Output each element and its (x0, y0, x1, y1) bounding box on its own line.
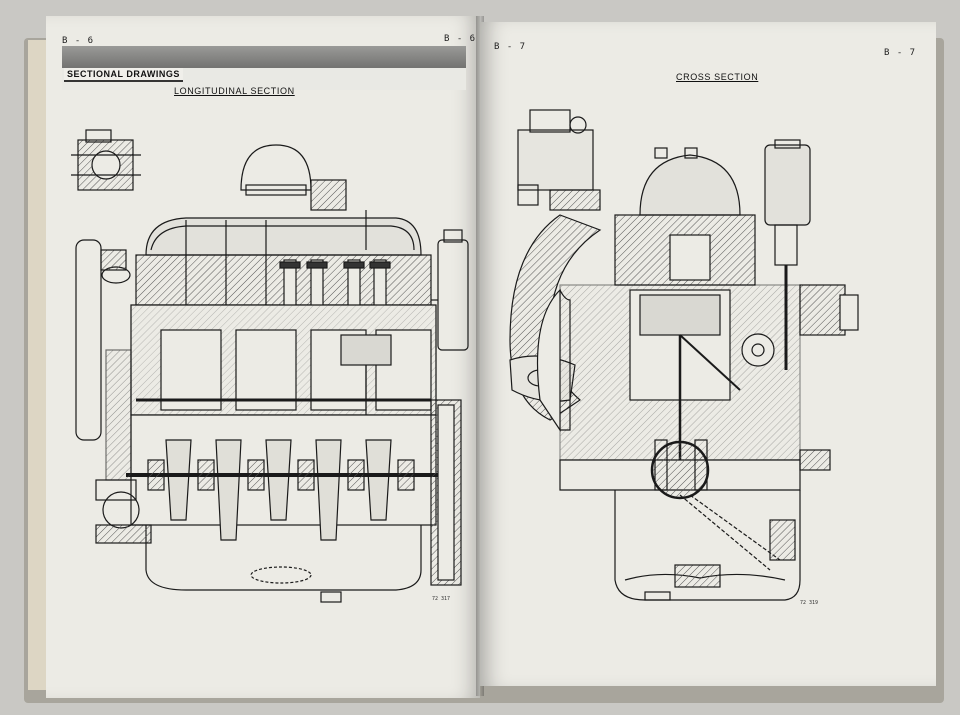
longitudinal-section-drawing (71, 129, 469, 603)
left-page-number: B - 6 (62, 36, 95, 46)
right-figure-id: 72 319 (800, 600, 819, 606)
longitudinal-section-caption: LONGITUDINAL SECTION (174, 86, 295, 96)
cross-section-drawing (509, 109, 859, 601)
cross-section-caption: CROSS SECTION (676, 72, 759, 82)
left-page-number-top-right: B - 6 (444, 34, 477, 44)
right-page-number-top-right: B - 7 (884, 48, 917, 58)
section-title: SECTIONAL DRAWINGS (64, 68, 183, 82)
section-header-bar (62, 46, 466, 70)
left-figure-id: 72 317 (432, 596, 451, 602)
right-page-number: B - 7 (494, 42, 527, 52)
